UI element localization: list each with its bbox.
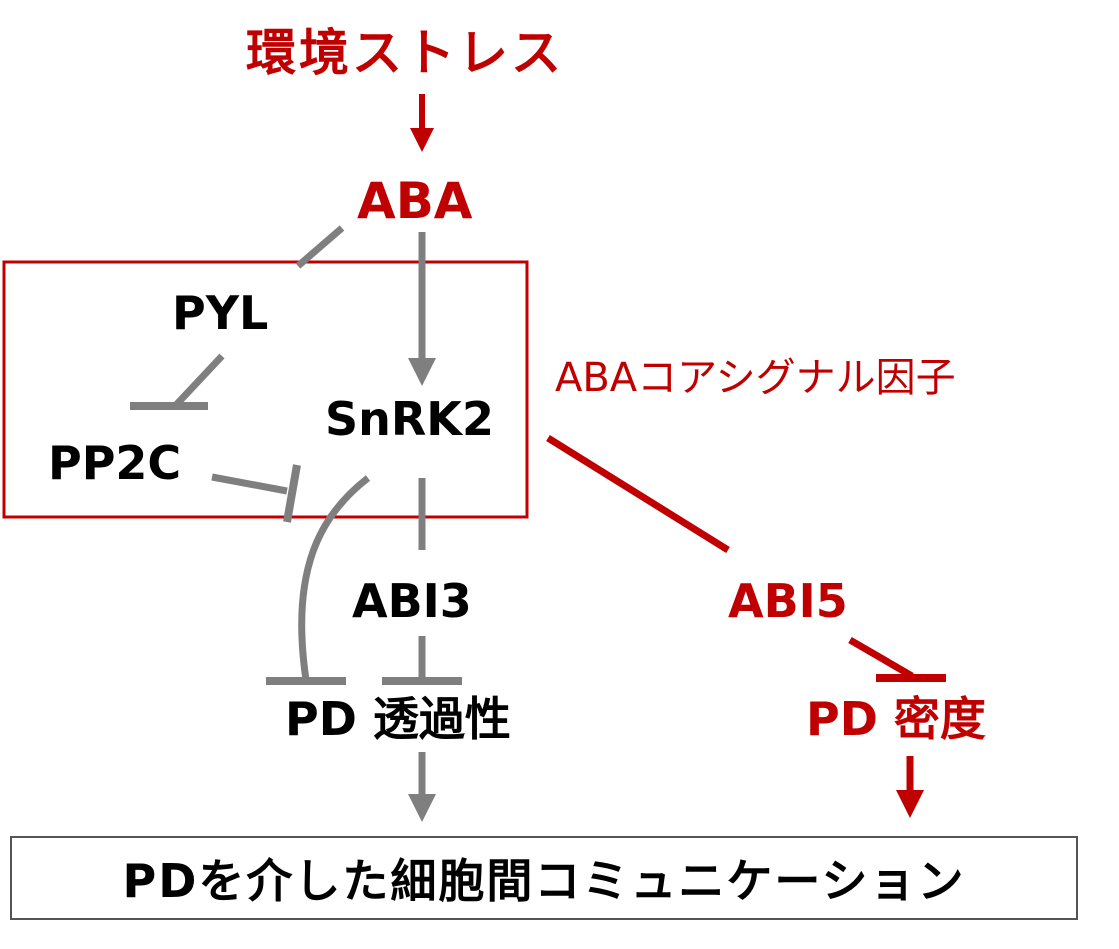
edge-pp2c-to-snrk2-bar: [283, 464, 301, 523]
node-pp2c: PP2C: [48, 436, 182, 490]
core-signaling-label: ABAコアシグナル因子: [555, 355, 956, 401]
node-pd-density: PD 密度: [806, 692, 986, 746]
bottom-outcome-box: PDを介した細胞間コミュニケーション: [10, 836, 1078, 920]
node-abi5: ABI5: [728, 574, 848, 628]
node-pyl: PYL: [172, 286, 269, 340]
node-abi3: ABI3: [352, 574, 472, 628]
edge-abi5-to-pd-density: [848, 636, 914, 680]
core-signaling-box: [2, 260, 529, 519]
edge-pp2c-to-snrk2: [211, 473, 288, 495]
node-snrk2: SnRK2: [325, 392, 494, 446]
node-pd-permeability: PD 透過性: [285, 692, 511, 746]
edge-pyl-to-pp2c: [173, 353, 225, 408]
bottom-outcome-label: PDを介した細胞間コミュニケーション: [122, 854, 966, 908]
node-aba: ABA: [357, 172, 473, 230]
edge-aba-to-pyl: [295, 225, 345, 269]
node-env-stress: 環境ストレス: [246, 24, 564, 82]
edge-snrk2-to-abi5: [546, 435, 730, 553]
edge-snrk2-to-pd-curve: [298, 475, 371, 681]
